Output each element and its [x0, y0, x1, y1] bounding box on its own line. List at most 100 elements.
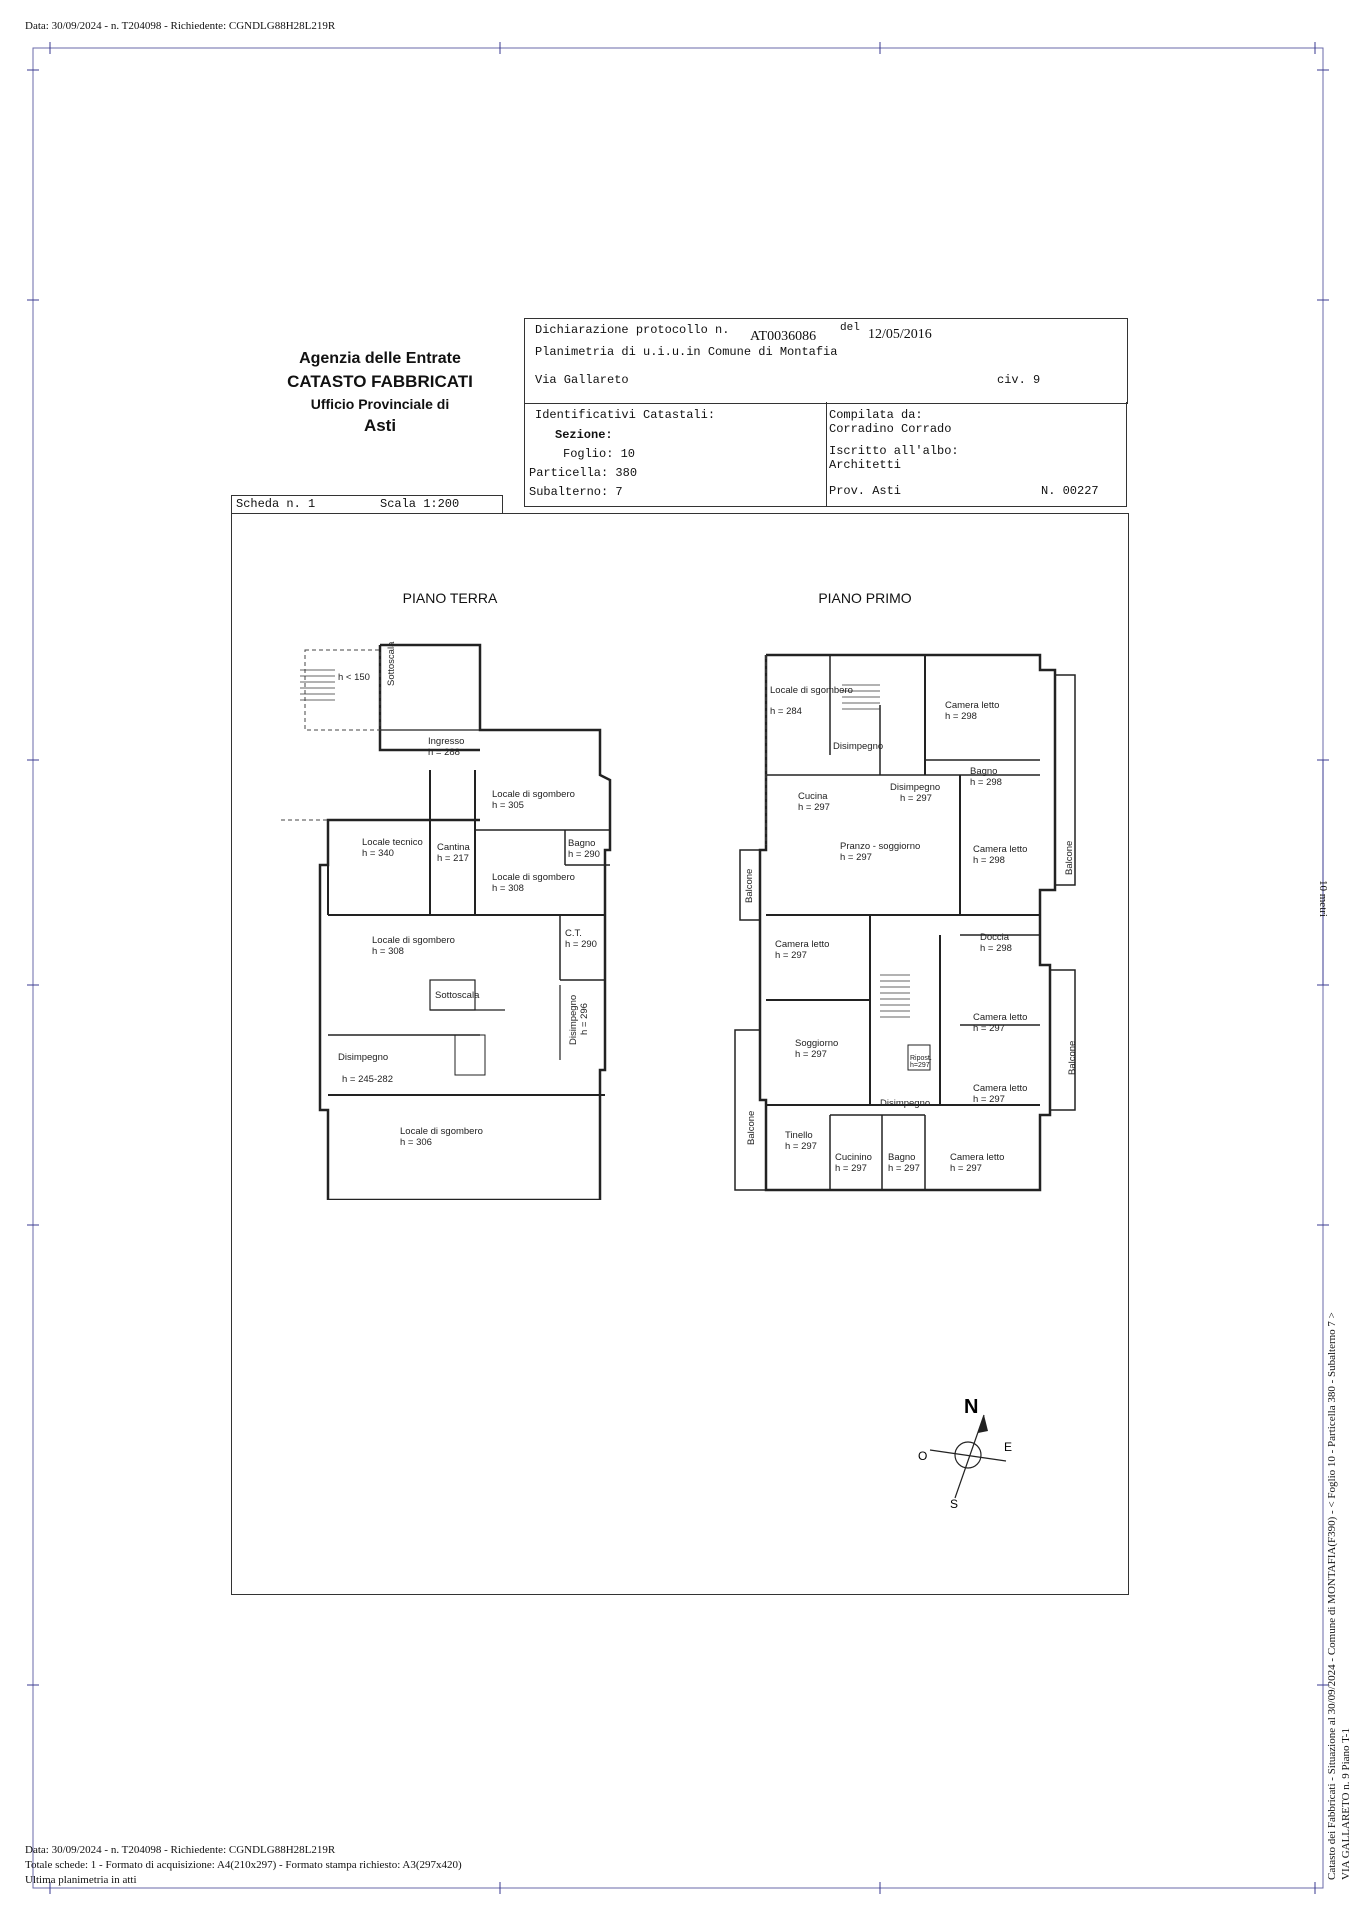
- protocol-date: 12/05/2016: [868, 327, 932, 342]
- planimetria-label: Planimetria di u.i.u.in Comune di Montaf…: [535, 345, 838, 359]
- ground-room-height: h = 305: [492, 800, 524, 811]
- header-line: Data: 30/09/2024 - n. T204098 - Richiede…: [25, 20, 336, 32]
- identifiers-box: Identificativi Catastali: Sezione: Fogli…: [524, 402, 827, 507]
- compass-s: S: [950, 1497, 958, 1511]
- ground-room-label: Locale di sgombero: [400, 1126, 483, 1137]
- footer-line2: Totale schede: 1 - Formato di acquisizio…: [25, 1859, 462, 1871]
- first-room-label: Pranzo - soggiorno: [840, 841, 920, 852]
- ground-room-label: Sottoscala: [386, 641, 397, 686]
- ground-room-label: Locale di sgombero: [492, 789, 575, 800]
- ground-room-label: Locale di sgombero: [492, 872, 575, 883]
- footer: Data: 30/09/2024 - n. T204098 - Richiede…: [25, 1843, 462, 1888]
- particella: Particella: 380: [529, 466, 638, 480]
- foglio: Foglio: 10: [563, 447, 636, 461]
- north-arrow: [978, 1415, 988, 1433]
- compass-n: N: [964, 1396, 978, 1418]
- compass-o: O: [918, 1449, 927, 1463]
- ground-room-height: h = 296: [579, 1003, 590, 1035]
- declaration-box: Dichiarazione protocollo n. AT0036086 de…: [524, 318, 1128, 404]
- first-room-height: h = 284: [770, 706, 802, 717]
- ground-room-label: h < 150: [338, 672, 370, 683]
- ground-room-height: h = 340: [362, 848, 394, 859]
- ground-floor-plan: h < 150 Sottoscala Ingresso h = 288 Loca…: [280, 641, 612, 1200]
- scheda-number: Scheda n. 1: [236, 497, 316, 511]
- first-floor-plan: Locale di sgombero h = 284 Camera letto …: [734, 653, 1078, 1192]
- ground-floor-title: PIANO TERRA: [402, 590, 498, 606]
- compass: N S E O: [918, 1396, 1012, 1511]
- ground-room-label: Locale di sgombero: [372, 935, 455, 946]
- first-room-height: h = 298: [973, 855, 1005, 866]
- footer-line1: Data: 30/09/2024 - n. T204098 - Richiede…: [25, 1844, 336, 1856]
- ground-room-height: h = 306: [400, 1137, 432, 1148]
- side-info-line1: Catasto dei Fabbricati - Situazione al 3…: [1326, 1312, 1338, 1880]
- compass-e: E: [1004, 1440, 1012, 1454]
- first-room-height: h = 297: [950, 1163, 982, 1174]
- catasto-title: CATASTO FABBRICATI: [287, 372, 473, 391]
- first-room-height: h = 297: [785, 1141, 817, 1152]
- side-info: Catasto dei Fabbricati - Situazione al 3…: [1325, 1312, 1353, 1880]
- ground-room-label: Disimpegno: [568, 995, 579, 1045]
- albo-number: N. 00227: [1041, 484, 1099, 498]
- ground-room-height: h = 245-282: [342, 1074, 393, 1085]
- compiler-name: Corradino Corrado: [829, 422, 952, 436]
- first-room-label: Camera letto: [950, 1152, 1004, 1163]
- first-room-height: h = 297: [900, 793, 932, 804]
- first-room-label: Bagno: [888, 1152, 915, 1163]
- first-room-label: Balcone: [1067, 1041, 1078, 1075]
- ground-room-label: C.T.: [565, 928, 582, 939]
- ground-room-label: Disimpegno: [338, 1052, 388, 1063]
- ground-room-label: Bagno: [568, 838, 595, 849]
- drawing-frame: [231, 513, 1129, 1595]
- address: Via Gallareto: [535, 373, 629, 387]
- first-room-label: Cucinino: [835, 1152, 872, 1163]
- first-room-label: Locale di sgombero: [770, 685, 853, 696]
- office-label: Ufficio Provinciale di: [310, 396, 450, 412]
- first-room-height: h = 297: [795, 1049, 827, 1060]
- date-label: del: [840, 322, 860, 334]
- scale: Scala 1:200: [380, 497, 460, 511]
- protocol-label: Dichiarazione protocollo n.: [535, 323, 730, 337]
- protocol-number: AT0036086: [750, 329, 817, 344]
- first-room-label: Camera letto: [973, 1083, 1027, 1094]
- first-floor-title: PIANO PRIMO: [818, 590, 912, 606]
- ground-room-height: h = 290: [565, 939, 597, 950]
- first-room-height: h = 297: [840, 852, 872, 863]
- first-room-height: h = 297: [775, 950, 807, 961]
- first-room-height: h = 298: [970, 777, 1002, 788]
- province: Prov. Asti: [829, 484, 902, 498]
- identifiers-title: Identificativi Catastali:: [535, 408, 716, 422]
- civic-number: civ. 9: [997, 373, 1041, 387]
- subalterno: Subalterno: 7: [529, 485, 623, 499]
- first-room-label: Ripost.: [910, 1055, 932, 1062]
- compiler-box: Compilata da: Corradino Corrado Iscritto…: [825, 402, 1127, 507]
- agency-name: Agenzia delle Entrate: [299, 350, 461, 367]
- first-room-label: Disimpegno: [890, 782, 940, 793]
- first-room-label: Bagno: [970, 766, 997, 777]
- first-room-height: h = 297: [835, 1163, 867, 1174]
- scale-bar-label: 10 metri: [1317, 880, 1329, 917]
- first-room-height: h = 298: [945, 711, 977, 722]
- ground-room-label: Locale tecnico: [362, 837, 423, 848]
- scheda-box: Scheda n. 1 Scala 1:200: [231, 495, 503, 514]
- first-room-label: Camera letto: [775, 939, 829, 950]
- first-room-label: Disimpegno: [833, 741, 883, 752]
- compiler-label: Compilata da:: [829, 408, 923, 422]
- first-room-height: h = 297: [973, 1094, 1005, 1105]
- first-room-label: Doccia: [980, 932, 1010, 943]
- first-room-label: Balcone: [744, 869, 755, 903]
- first-room-label: Balcone: [1064, 841, 1075, 875]
- ground-room-height: h = 290: [568, 849, 600, 860]
- first-room-height: h = 297: [798, 802, 830, 813]
- first-room-label: Balcone: [746, 1111, 757, 1145]
- first-room-height: h = 297: [888, 1163, 920, 1174]
- albo-label: Iscritto all'albo:: [829, 444, 959, 458]
- ground-room-height: h = 308: [372, 946, 404, 957]
- ground-room-height: h = 308: [492, 883, 524, 894]
- sezione: Sezione:: [555, 428, 613, 442]
- footer-line3: Ultima planimetria in atti: [25, 1874, 137, 1886]
- first-room-label: Tinello: [785, 1130, 813, 1141]
- side-info-line2: VIA GALLARETO n. 9 Piano T-1: [1340, 1728, 1352, 1880]
- agency-block: Agenzia delle Entrate CATASTO FABBRICATI…: [230, 350, 530, 436]
- first-room-height: h = 297: [973, 1023, 1005, 1034]
